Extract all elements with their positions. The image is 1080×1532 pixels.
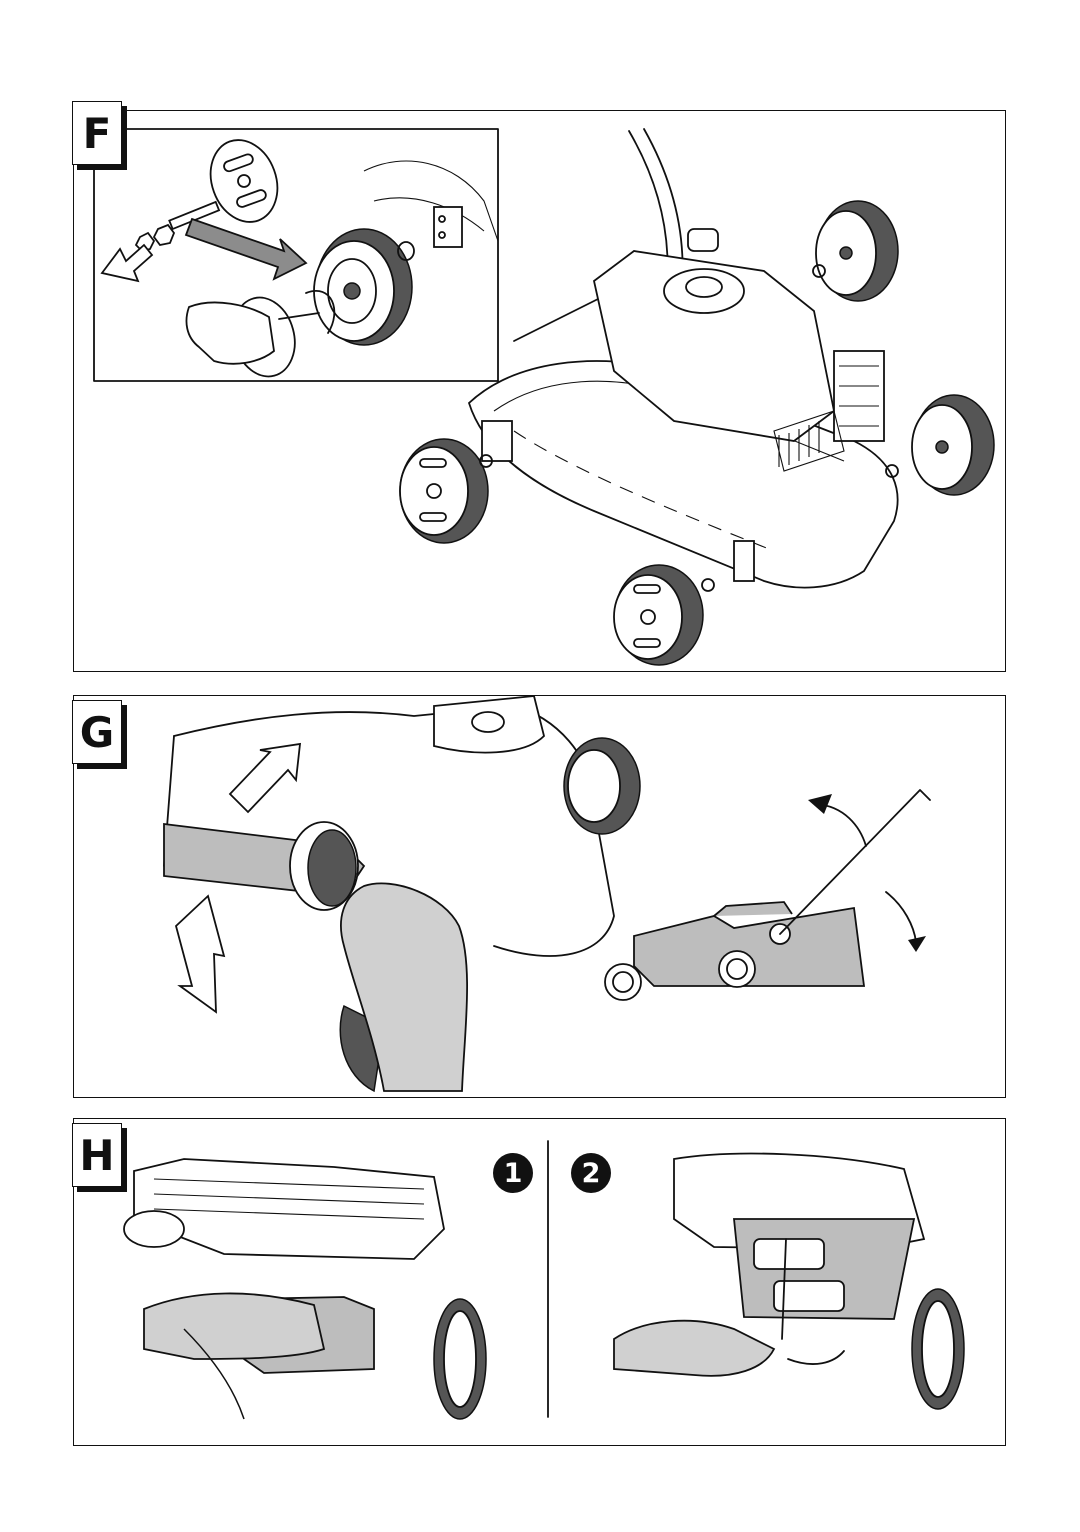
air-filter xyxy=(833,350,885,442)
mower-body xyxy=(173,705,615,957)
handle xyxy=(779,789,931,935)
step-number-2: 2 xyxy=(571,1153,611,1193)
hub-plate xyxy=(209,139,279,223)
step-number-1: 1 xyxy=(493,1153,533,1193)
panel-h: H 1 2 xyxy=(72,1118,1006,1446)
arrow-icon xyxy=(100,243,154,283)
arrow-icon xyxy=(228,742,302,814)
illustration-height-adjustment xyxy=(163,695,931,1093)
wheel-rear-right xyxy=(812,200,899,302)
inset-detail-box xyxy=(93,128,499,382)
panel-f: F xyxy=(72,101,1006,672)
arrow-icon xyxy=(184,217,308,281)
spring xyxy=(781,1238,787,1340)
hand-icon xyxy=(613,1319,776,1377)
hand-icon xyxy=(340,882,468,1092)
wheel-bracket xyxy=(433,206,463,248)
curved-arrow-icon xyxy=(305,290,336,334)
scene-step-2 xyxy=(613,1152,965,1410)
arrow-icon xyxy=(174,894,226,1014)
wheel-rear-left xyxy=(613,564,715,666)
rear-bracket xyxy=(733,540,755,582)
curved-arrow-icon xyxy=(787,1350,845,1365)
side-view-diagram xyxy=(604,789,931,1001)
illustration-wheel-assembly xyxy=(93,128,995,666)
hand-icon xyxy=(185,301,275,365)
wheel-front-left xyxy=(399,438,493,544)
wheel-front-right xyxy=(885,394,995,496)
section-label-g: G xyxy=(72,700,122,764)
section-label-f: F xyxy=(72,101,122,165)
hand-icon xyxy=(143,1292,326,1360)
grass-bag-frame xyxy=(133,1158,445,1260)
illustration-grass-bag xyxy=(123,1140,965,1420)
oil-cap xyxy=(687,228,719,252)
panel-g: G xyxy=(72,695,1006,1098)
fuel-cap-housing xyxy=(433,695,545,754)
scene-step-1 xyxy=(123,1158,487,1420)
section-label-h: H xyxy=(72,1123,122,1187)
washer xyxy=(134,231,156,252)
nut xyxy=(152,223,176,246)
